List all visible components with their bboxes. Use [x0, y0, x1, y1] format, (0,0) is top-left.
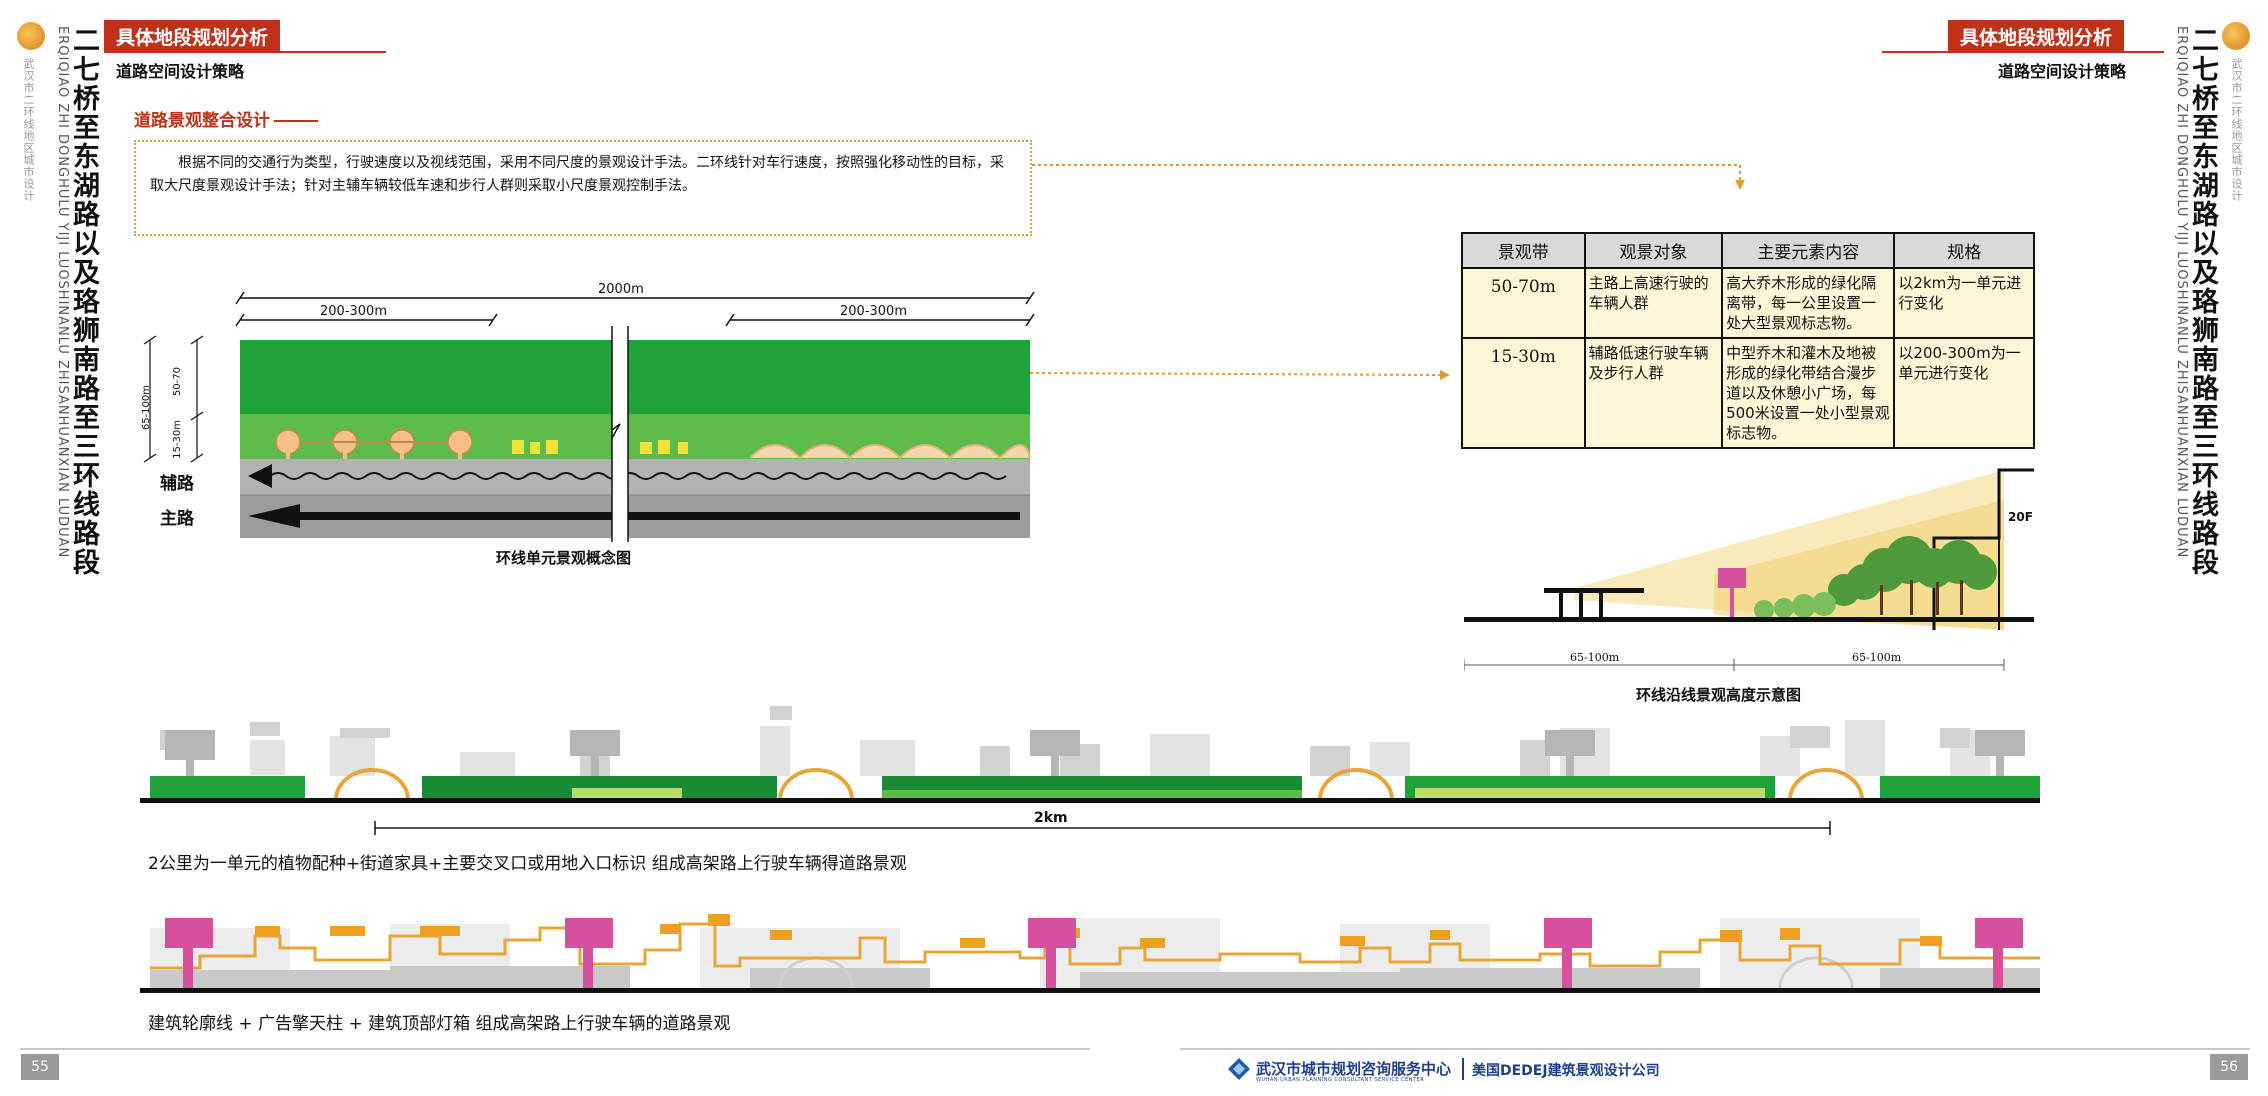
two-km-dimension — [374, 821, 1831, 835]
aux-road-label: 辅路 — [160, 474, 194, 494]
footer-divider — [1462, 1058, 1464, 1080]
left-vertical-title: 二七桥至东湖路以及珞狮南路至三环线路段 — [68, 26, 99, 577]
dim-total-label: 2000m — [598, 282, 644, 297]
org1-name-en: WUHAN URBAN PLANNING CONSULTANT SERVICE … — [1256, 1077, 1425, 1083]
org2-name: 美国DEDEJ建筑景观设计公司 — [1472, 1063, 1660, 1079]
table-cell: 主路上高速行驶的车辆人群 — [1583, 267, 1724, 339]
dim-depth-total-label: 65-100m — [141, 385, 152, 431]
section-diagram-caption: 环线沿线景观高度示意图 — [1636, 686, 1802, 704]
table-cell: 以200-300m为一单元进行变化 — [1893, 337, 2035, 449]
page-number-left: 55 — [21, 1054, 59, 1080]
table-cell: 50-70m — [1461, 267, 1586, 339]
table-cell: 以2km为一单元进行变化 — [1893, 267, 2035, 339]
page-number-right: 56 — [2210, 1054, 2248, 1080]
elevation2-caption: 建筑轮廓线 + 广告擎天柱 + 建筑顶部灯箱 组成高架路上行驶车辆的道路景观 — [148, 1014, 731, 1034]
elevation-skyline-diagram — [140, 914, 2040, 993]
left-section-tab: 具体地段规划分析 — [104, 20, 281, 53]
right-header-rule — [1882, 51, 2164, 53]
connector-lines — [1030, 164, 1745, 380]
table-header-row: 景观带 观景对象 主要元素内容 规格 — [1461, 232, 2035, 269]
table-row: 50-70m 主路上高速行驶的车辆人群 高大乔木形成的绿化隔离带，每一公里设置一… — [1461, 267, 2035, 339]
section-description: 根据不同的交通行为类型，行驶速度以及视线范围，采用不同尺度的景观设计手法。二环线… — [134, 140, 1032, 236]
right-section-tab: 具体地段规划分析 — [1948, 20, 2125, 53]
table-cell: 中型乔木和灌木及地被形成的绿化带结合漫步道以及休憩小广场，每500米设置一处小型… — [1721, 337, 1896, 449]
left-logo-icon — [17, 22, 45, 50]
right-vertical-title: 二七桥至东湖路以及珞狮南路至三环线路段 — [2187, 26, 2218, 577]
landscape-spec-table: 景观带 观景对象 主要元素内容 规格 50-70m 主路上高速行驶的车辆人群 高… — [1461, 232, 2035, 449]
left-dim-label: 65-100m — [1570, 651, 1620, 664]
ring-unit-diagram — [143, 291, 1035, 542]
right-vertical-pinyin: ERQIQIAO ZHI DONGHULU YIJI LUOSHINANLU Z… — [2174, 26, 2189, 559]
right-logo-icon — [2222, 22, 2250, 50]
table-row: 15-30m 辅路低速行驶车辆及步行人群 中型乔木和灌木及地被形成的绿化带结合漫… — [1461, 337, 2035, 449]
right-org-vertical: 武汉市二环线地区城市设计 — [2230, 58, 2243, 202]
left-org-vertical: 武汉市二环线地区城市设计 — [22, 58, 35, 202]
dim-right-span-label: 200-300m — [840, 304, 907, 319]
table-header-cell: 主要元素内容 — [1721, 232, 1896, 269]
section-title: 道路景观整合设计 — [134, 106, 318, 131]
dim-depth-lower-label: 15-30m — [172, 420, 183, 459]
left-subtitle: 道路空间设计策略 — [116, 62, 245, 81]
right-dim-label: 65-100m — [1852, 651, 1902, 664]
unit-diagram-caption: 环线单元景观概念图 — [496, 549, 632, 567]
main-road-label: 主路 — [160, 509, 194, 529]
table-cell: 15-30m — [1461, 337, 1586, 449]
two-km-label: 2km — [1034, 810, 1068, 826]
right-subtitle: 道路空间设计策略 — [1998, 62, 2127, 81]
footer-rule-right — [1180, 1048, 2250, 1050]
height-section-diagram — [1464, 468, 2034, 671]
elevation1-caption: 2公里为一单元的植物配种+街道家具+主要交叉口或用地入口标识 组成高架路上行驶车… — [148, 854, 907, 874]
building-height-label: 20F — [2008, 510, 2033, 524]
table-cell: 辅路低速行驶车辆及步行人群 — [1583, 337, 1724, 449]
left-header-rule — [104, 51, 386, 53]
table-header-cell: 观景对象 — [1583, 232, 1724, 269]
org-logo-icon — [1228, 1058, 1250, 1080]
table-cell: 高大乔木形成的绿化隔离带，每一公里设置一处大型景观标志物。 — [1721, 267, 1896, 339]
footer-rule-left — [20, 1048, 1090, 1050]
left-vertical-pinyin: ERQIQIAO ZHI DONGHULU YIJI LUOSHINANLU Z… — [55, 26, 70, 559]
table-header-cell: 规格 — [1893, 232, 2035, 269]
table-header-cell: 景观带 — [1461, 232, 1586, 269]
dim-left-span-label: 200-300m — [320, 304, 387, 319]
elevation-plants-diagram — [140, 706, 2040, 803]
dim-depth-upper-label: 50-70 — [172, 367, 183, 397]
org1-name: 武汉市城市规划咨询服务中心 — [1256, 1060, 1452, 1078]
